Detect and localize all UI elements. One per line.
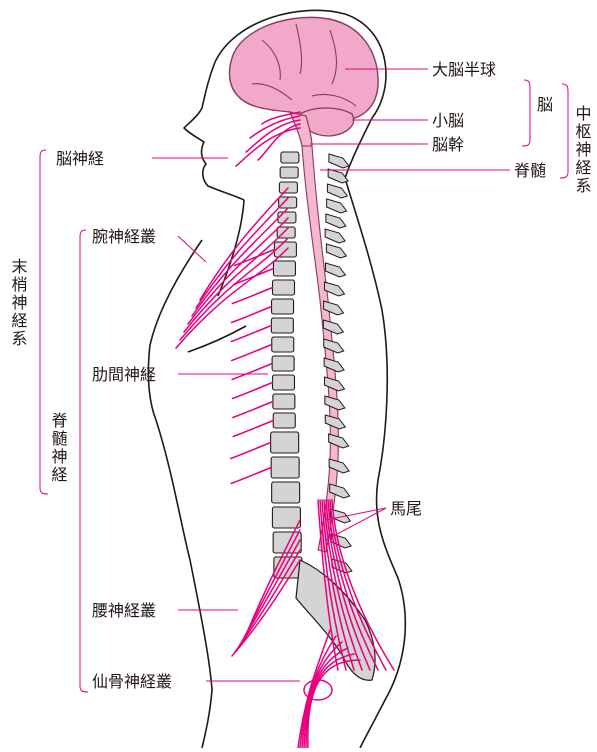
vertebra-body	[280, 167, 298, 178]
bracket-pns	[40, 150, 48, 494]
label-brain: 脳	[537, 95, 553, 114]
vertebra-body	[273, 375, 295, 390]
spinous-process	[325, 263, 345, 277]
vertebra-body	[272, 482, 300, 503]
arm-contour	[148, 240, 202, 420]
label-brainstem: 脳幹	[432, 135, 464, 154]
spinous-process	[325, 229, 345, 243]
vertebra-body	[272, 299, 294, 314]
vertebra-body	[272, 337, 294, 352]
label-cranial-nerves: 脳神経	[56, 149, 104, 168]
bracket-brain	[522, 80, 530, 146]
label-spinal-nerves-vertical: 脊髄神経	[49, 412, 68, 484]
intercostal-nerve	[233, 288, 273, 304]
intercostal-nerve	[233, 383, 273, 399]
abdomen-contour	[156, 420, 212, 748]
label-cerebrum: 大脳半球	[432, 60, 496, 79]
lumbar-nerve	[238, 540, 300, 648]
vertebra-body	[273, 413, 295, 428]
vertebra-body	[274, 242, 296, 257]
vertebral-column	[271, 152, 302, 578]
label-cerebellum: 小脳	[432, 111, 464, 130]
label-sacral-plexus: 仙骨神経叢	[92, 672, 172, 691]
label-spinal-cord: 脊髄	[514, 161, 546, 180]
label-pns-vertical: 末梢神経系	[9, 258, 28, 348]
bracket-spinal-nerves	[80, 230, 88, 692]
spinous-process	[327, 199, 347, 213]
vertebra-body	[281, 152, 299, 163]
label-lumbar-plexus: 腰神経叢	[92, 601, 156, 620]
intercostal-nerve	[231, 326, 271, 342]
vertebra-body	[273, 280, 295, 295]
intercostal-nerve	[232, 345, 272, 361]
vertebra-body	[272, 356, 294, 371]
vertebra-body	[271, 318, 293, 333]
brain	[230, 17, 379, 146]
vertebra-body	[273, 261, 295, 276]
spinous-process	[326, 214, 346, 228]
spinous-process	[327, 184, 347, 198]
vertebra-body	[271, 432, 299, 453]
intercostal-nerve	[232, 307, 272, 323]
label-intercostal: 肋間神経	[92, 365, 156, 384]
bracket-cns	[560, 84, 568, 178]
intercostal-nerve	[231, 443, 271, 459]
intercostal-nerve	[232, 364, 272, 380]
vertebra-body	[273, 394, 295, 409]
intercostal-nerve	[233, 421, 273, 437]
spinous-process	[326, 244, 346, 258]
label-cns-vertical: 中枢神経系	[573, 105, 592, 195]
label-cauda-equina: 馬尾	[390, 499, 422, 518]
vertebra-body	[278, 212, 296, 223]
spinous-process	[329, 154, 349, 168]
vertebra-body	[272, 507, 300, 528]
intercostal-nerve	[231, 468, 271, 484]
vertebra-body	[271, 457, 299, 478]
intercostal-nerve	[233, 402, 273, 418]
label-brachial-plexus: 腕神経叢	[92, 227, 156, 246]
